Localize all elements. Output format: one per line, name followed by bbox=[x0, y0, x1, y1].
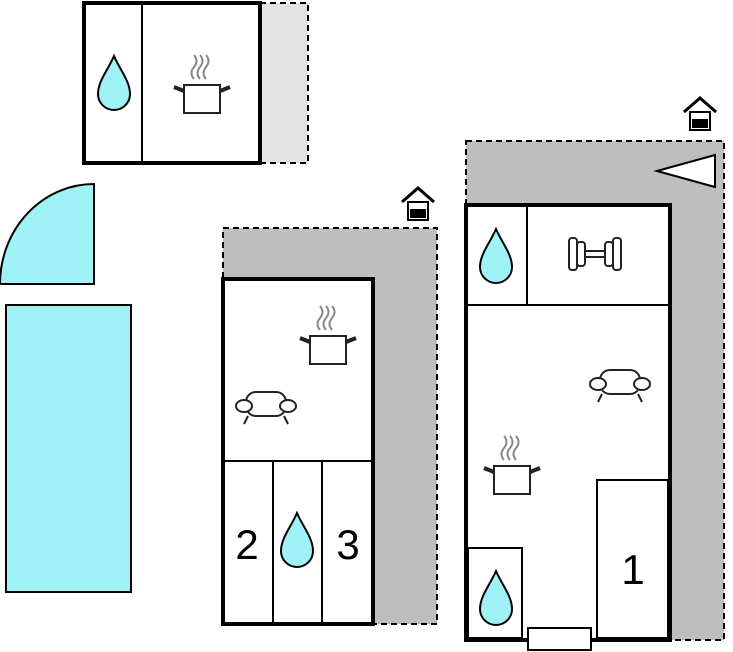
door-step bbox=[527, 627, 592, 651]
pool-quarter-circle bbox=[0, 182, 95, 285]
building-middle: 2 3 bbox=[221, 186, 438, 626]
bedroom-3-label: 3 bbox=[336, 521, 359, 568]
building-top bbox=[82, 1, 309, 165]
building-middle-walls bbox=[221, 277, 375, 626]
house-entrance-icon bbox=[682, 96, 718, 132]
direction-arrow-icon bbox=[653, 153, 716, 189]
pool bbox=[5, 304, 132, 593]
bedroom-1 bbox=[596, 479, 669, 639]
pool-area bbox=[0, 182, 132, 593]
bedroom-2-label: 2 bbox=[235, 521, 258, 568]
house-entrance-icon bbox=[400, 186, 436, 222]
bedroom-1-label: 1 bbox=[621, 546, 644, 593]
building-right: 1 bbox=[464, 96, 725, 651]
terrace-top bbox=[259, 2, 309, 164]
